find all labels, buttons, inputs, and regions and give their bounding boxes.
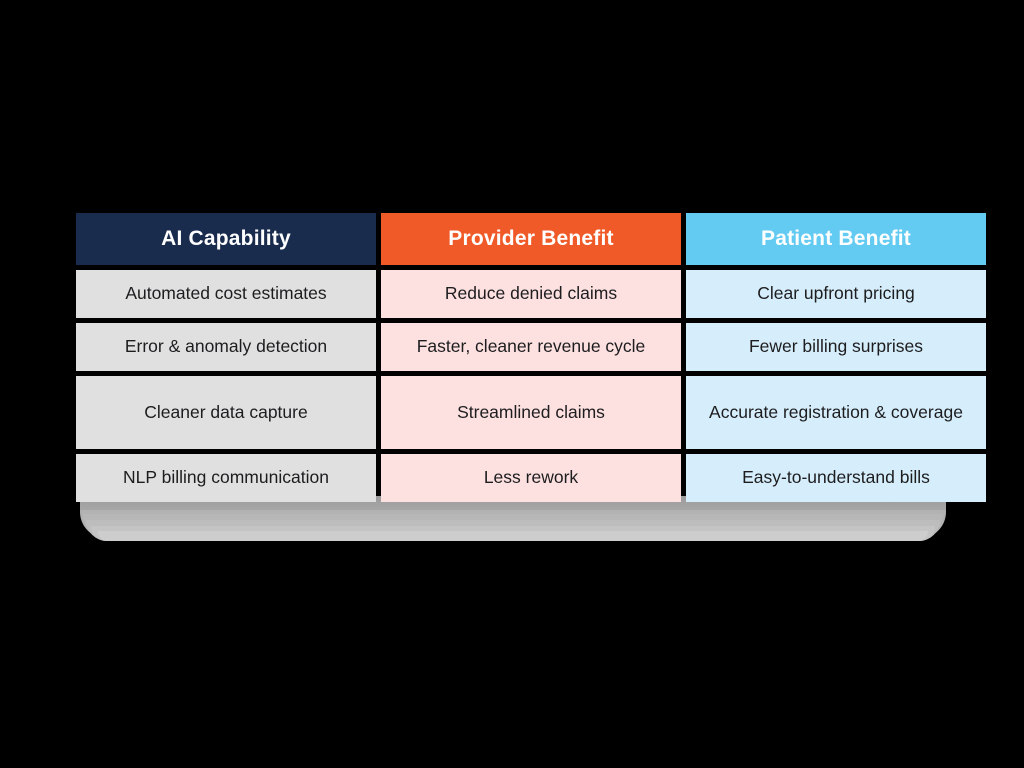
table-cell-provider-benefit: Faster, cleaner revenue cycle — [381, 323, 681, 371]
base-shadow-layer — [98, 531, 928, 541]
table-base-shadow — [80, 496, 946, 542]
table-cell-patient-benefit: Clear upfront pricing — [686, 270, 986, 318]
base-shadow-layer — [91, 526, 935, 541]
table-cell-provider-benefit: Streamlined claims — [381, 376, 681, 449]
table-grid: AI Capability Provider Benefit Patient B… — [76, 213, 986, 502]
base-shadow-layer — [81, 508, 945, 539]
base-shadow-layer — [80, 496, 946, 536]
base-shadow-layer — [83, 514, 943, 540]
table-cell-ai-capability: Cleaner data capture — [76, 376, 376, 449]
table-cell-ai-capability: Automated cost estimates — [76, 270, 376, 318]
table-cell-provider-benefit: Reduce denied claims — [381, 270, 681, 318]
base-shadow-layer — [80, 502, 946, 538]
table-cell-patient-benefit: Accurate registration & coverage — [686, 376, 986, 449]
table-cell-provider-benefit: Less rework — [381, 454, 681, 502]
benefits-table: AI Capability Provider Benefit Patient B… — [76, 213, 986, 502]
column-header-provider-benefit: Provider Benefit — [381, 213, 681, 265]
base-shadow-layer — [86, 520, 940, 541]
table-cell-patient-benefit: Fewer billing surprises — [686, 323, 986, 371]
table-cell-patient-benefit: Easy-to-understand bills — [686, 454, 986, 502]
table-cell-ai-capability: NLP billing communication — [76, 454, 376, 502]
table-cell-ai-capability: Error & anomaly detection — [76, 323, 376, 371]
column-header-patient-benefit: Patient Benefit — [686, 213, 986, 265]
column-header-ai-capability: AI Capability — [76, 213, 376, 265]
